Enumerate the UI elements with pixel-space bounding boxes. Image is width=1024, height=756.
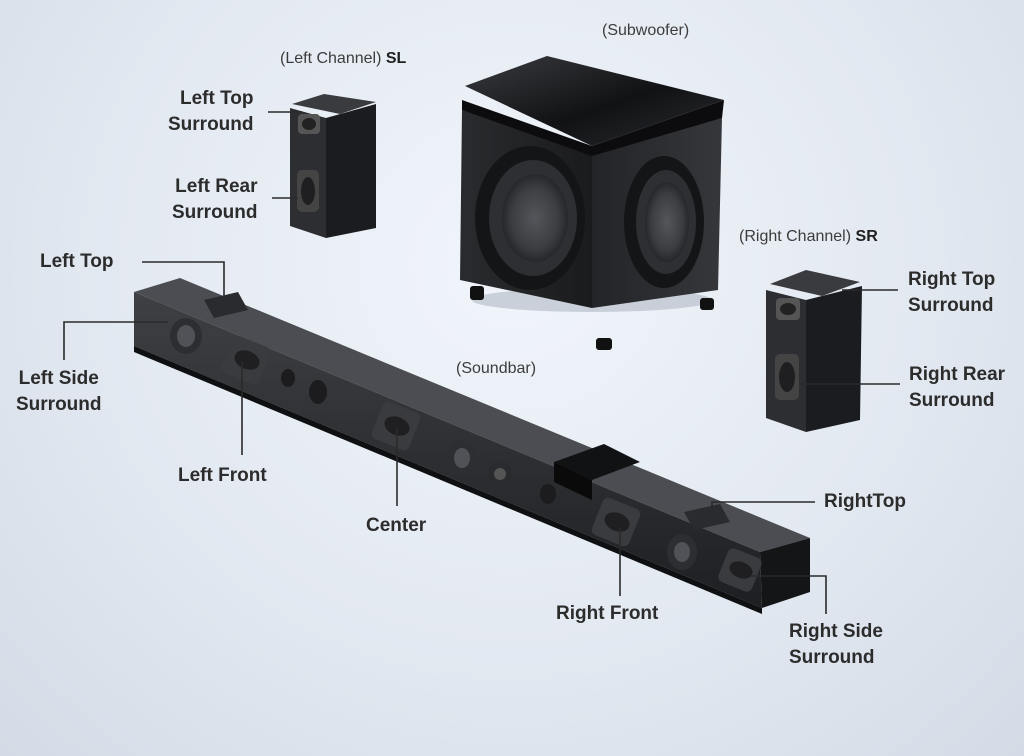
- label-left-top-surround: Left Top Surround: [168, 86, 254, 138]
- leader-left-top: [142, 261, 225, 300]
- label-right-top-surround: Right Top Surround: [908, 267, 995, 319]
- label-line: Surround: [908, 295, 994, 316]
- label-line: Surround: [789, 647, 875, 668]
- right-surround-speaker: [766, 270, 862, 432]
- label-line: Right Side: [789, 621, 883, 642]
- label-left-top: Left Top: [40, 251, 114, 272]
- sl-caption: (Left Channel) SL: [280, 50, 406, 68]
- label-right-rear-surround: Right Rear Surround: [909, 362, 1005, 414]
- label-left-side-surround: Left Side Surround: [16, 366, 102, 418]
- label-line: Right Rear: [909, 364, 1006, 385]
- label-line: Surround: [909, 390, 995, 411]
- label-right-top: RightTop: [824, 491, 906, 512]
- label-center: Center: [366, 515, 427, 536]
- label-line: Left Rear: [175, 176, 258, 197]
- sr-caption: (Right Channel) SR: [739, 228, 878, 246]
- leader-right-side-surround: [752, 575, 827, 614]
- soundbar-caption: (Soundbar): [456, 360, 537, 377]
- label-line: Right Top: [908, 269, 996, 290]
- label-right-side-surround: Right Side Surround: [789, 619, 883, 671]
- sl-channel-text: (Left Channel): [280, 50, 382, 67]
- subwoofer-caption: (Subwoofer): [602, 22, 690, 39]
- subwoofer: [460, 56, 724, 350]
- label-right-front: Right Front: [556, 603, 659, 624]
- sr-channel-text: (Right Channel): [739, 228, 852, 245]
- label-left-front: Left Front: [178, 465, 267, 486]
- label-line: Surround: [172, 202, 258, 223]
- sl-code: SL: [385, 50, 407, 67]
- left-surround-speaker: [290, 94, 376, 238]
- label-line: Left Side: [18, 368, 99, 389]
- label-left-rear-surround: Left Rear Surround: [172, 174, 258, 226]
- label-line: Surround: [168, 114, 254, 135]
- label-line: Surround: [16, 394, 102, 415]
- leader-lines: [63, 111, 900, 614]
- leader-right-top: [711, 501, 815, 514]
- sr-code: SR: [855, 228, 878, 245]
- leader-left-side-surround: [63, 321, 168, 360]
- soundbar: [134, 278, 810, 614]
- label-line: Left Top: [179, 88, 254, 109]
